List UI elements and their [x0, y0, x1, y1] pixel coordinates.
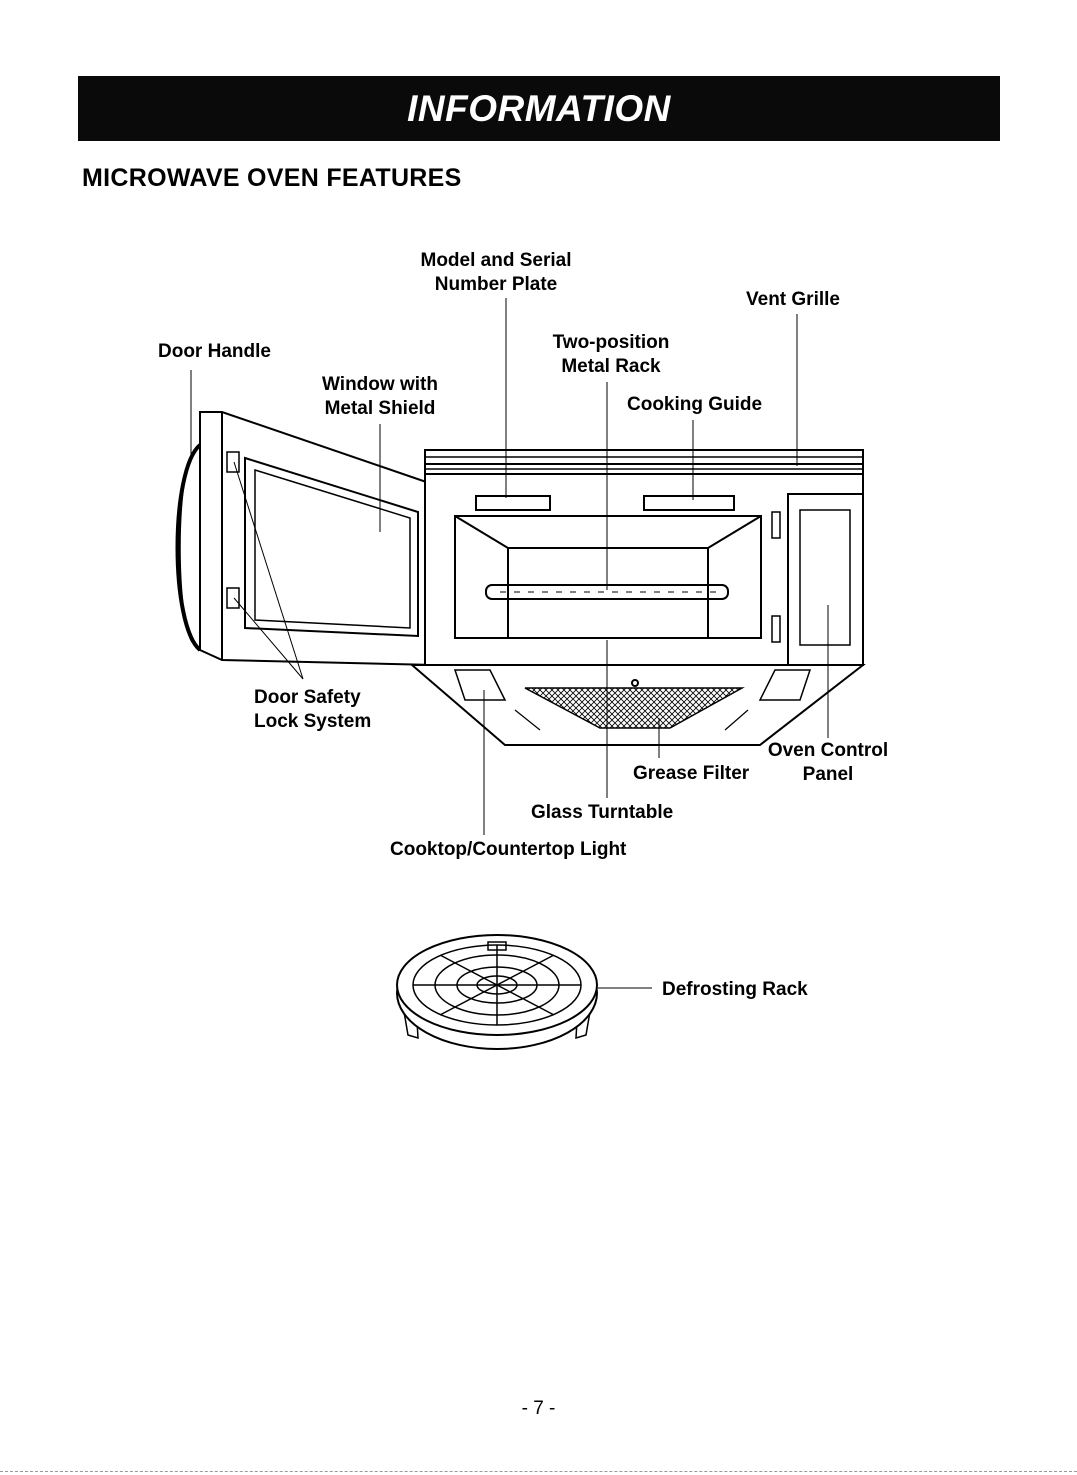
label-line: Metal Shield: [313, 397, 447, 421]
label-grease-filter: Grease Filter: [633, 762, 749, 786]
label-door-safety-lock: Door Safety Lock System: [254, 686, 371, 734]
label-line: Oven Control: [758, 739, 898, 763]
oven-body: [412, 450, 863, 745]
label-window-metal-shield: Window with Metal Shield: [313, 373, 447, 421]
label-line: Window with: [313, 373, 447, 397]
label-line: Metal Rack: [540, 355, 682, 379]
door: [178, 412, 443, 666]
label-line: Lock System: [254, 710, 371, 734]
label-line: Panel: [758, 763, 898, 787]
page-number: - 7 -: [0, 1398, 1077, 1420]
door-handle-shape: [178, 445, 201, 650]
label-line: Model and Serial: [408, 249, 584, 273]
label-line: Door Safety: [254, 686, 371, 710]
label-cooktop-light: Cooktop/Countertop Light: [390, 838, 626, 862]
label-model-serial-plate: Model and Serial Number Plate: [408, 249, 584, 297]
label-oven-control-panel: Oven Control Panel: [758, 739, 898, 787]
label-defrosting-rack: Defrosting Rack: [662, 978, 808, 1002]
label-door-handle: Door Handle: [158, 340, 271, 364]
label-glass-turntable: Glass Turntable: [531, 801, 673, 825]
defrosting-rack: [397, 935, 597, 1049]
label-two-position-rack: Two-position Metal Rack: [540, 331, 682, 379]
label-cooking-guide: Cooking Guide: [627, 393, 762, 417]
label-line: Two-position: [540, 331, 682, 355]
label-line: Number Plate: [408, 273, 584, 297]
label-vent-grille: Vent Grille: [746, 288, 840, 312]
bottom-divider: [0, 1471, 1077, 1472]
